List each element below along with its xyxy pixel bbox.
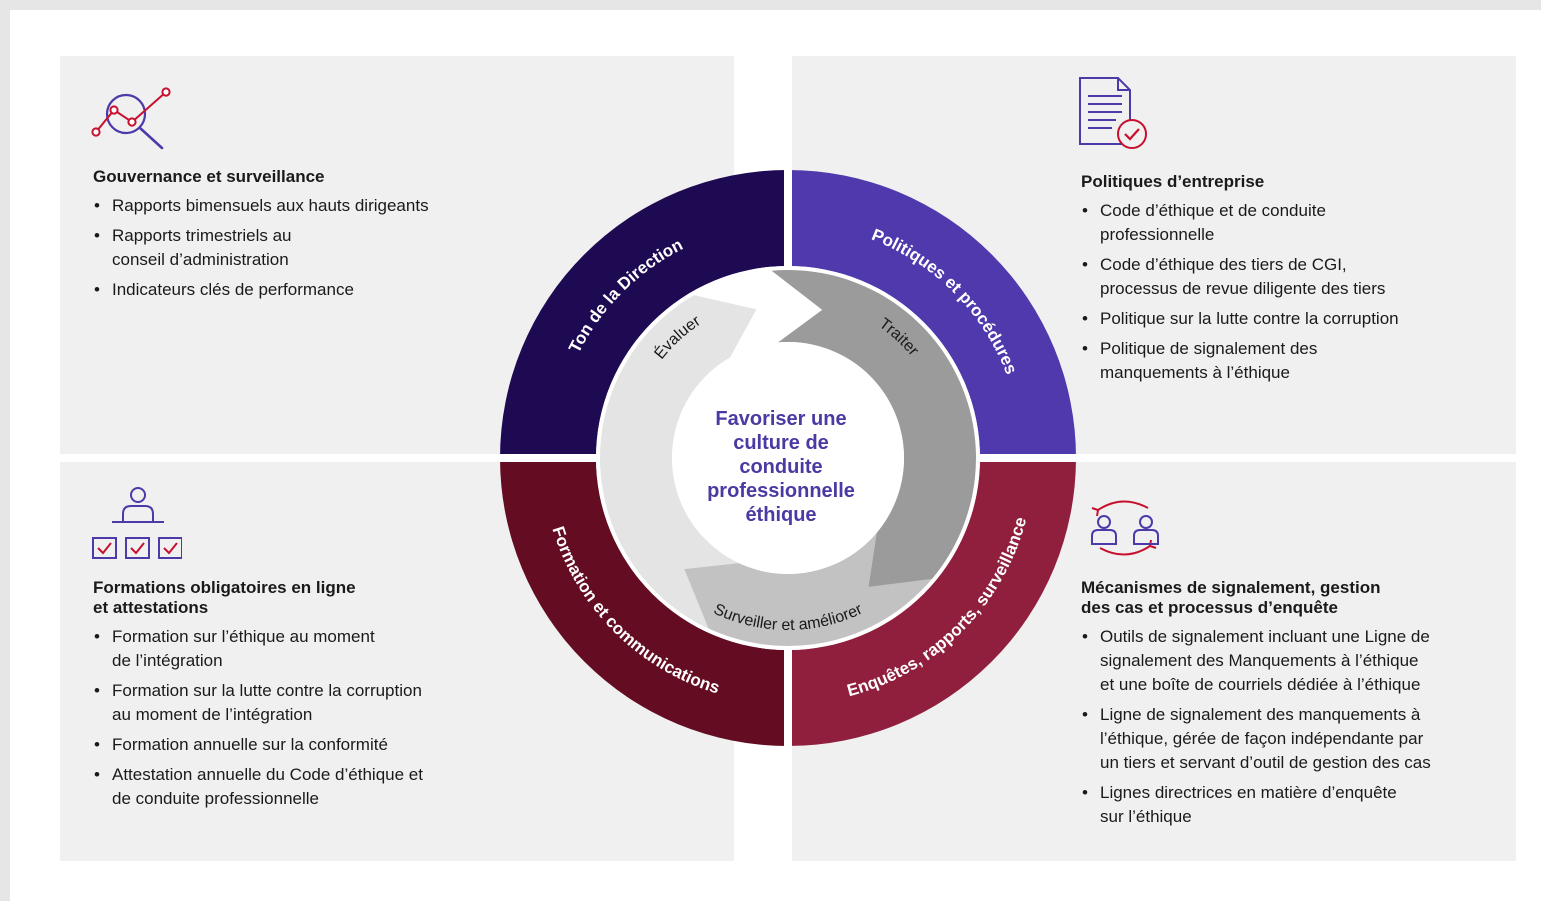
quadrant-top-left: Gouvernance et surveillance Rapports bim… bbox=[93, 167, 513, 308]
quadrant-bottom-right: Mécanismes de signalement, gestion des c… bbox=[1081, 578, 1511, 835]
quadrant-list: Outils de signalement incluant une Ligne… bbox=[1081, 625, 1511, 829]
diagram-canvas: Gouvernance et surveillance Rapports bim… bbox=[10, 10, 1541, 901]
center-circle bbox=[672, 342, 904, 574]
list-item: Rapports bimensuels aux hauts dirigeants bbox=[93, 194, 513, 218]
list-item: Code d’éthique des tiers de CGI, process… bbox=[1081, 253, 1501, 301]
quadrant-list: Formation sur l’éthique au moment de l’i… bbox=[93, 625, 513, 811]
list-item: Indicateurs clés de performance bbox=[93, 278, 513, 302]
quadrant-list: Code d’éthique et de conduite profession… bbox=[1081, 199, 1501, 385]
outer-ring-segment bbox=[500, 458, 788, 746]
list-item: Lignes directrices en matière d’enquête … bbox=[1081, 781, 1511, 829]
outer-ring-segment bbox=[500, 170, 788, 458]
list-item: Politique sur la lutte contre la corrupt… bbox=[1081, 307, 1501, 331]
quadrant-title: Mécanismes de signalement, gestion des c… bbox=[1081, 578, 1381, 617]
list-item: Outils de signalement incluant une Ligne… bbox=[1081, 625, 1511, 697]
list-item: Rapports trimestriels au conseil d’admin… bbox=[93, 224, 513, 272]
list-item: Formation sur la lutte contre la corrupt… bbox=[93, 679, 513, 727]
quadrant-bottom-left: Formations obligatoires en ligne et atte… bbox=[93, 578, 513, 817]
list-item: Politique de signalement des manquements… bbox=[1081, 337, 1501, 385]
center-label-text: Favoriser une culture de conduite profes… bbox=[707, 408, 855, 526]
list-item: Code d’éthique et de conduite profession… bbox=[1081, 199, 1501, 247]
inner-cycle-segment bbox=[771, 270, 976, 587]
list-item: Attestation annuelle du Code d’éthique e… bbox=[93, 763, 513, 811]
outer-ring-segment bbox=[788, 458, 1076, 746]
trainer-checklist-icon bbox=[92, 487, 182, 559]
people-exchange-icon bbox=[1091, 500, 1159, 556]
list-item: Formation sur l’éthique au moment de l’i… bbox=[93, 625, 513, 673]
quadrant-title: Formations obligatoires en ligne et atte… bbox=[93, 578, 356, 617]
quadrant-title: Gouvernance et surveillance bbox=[93, 167, 325, 186]
outer-ring-segment bbox=[788, 170, 1076, 458]
magnifier-trend-icon bbox=[91, 87, 171, 150]
inner-cycle-segment bbox=[600, 295, 757, 629]
quadrant-title: Politiques d’entreprise bbox=[1081, 172, 1265, 191]
list-item: Ligne de signalement des manquements à l… bbox=[1081, 703, 1511, 775]
quadrant-top-right: Politiques d’entreprise Code d’éthique e… bbox=[1081, 172, 1501, 391]
quadrant-list: Rapports bimensuels aux hauts dirigeants… bbox=[93, 194, 513, 302]
list-item: Formation annuelle sur la conformité bbox=[93, 733, 513, 757]
document-check-icon bbox=[1079, 77, 1147, 149]
center-label: Favoriser une culture de conduite profes… bbox=[686, 392, 876, 542]
